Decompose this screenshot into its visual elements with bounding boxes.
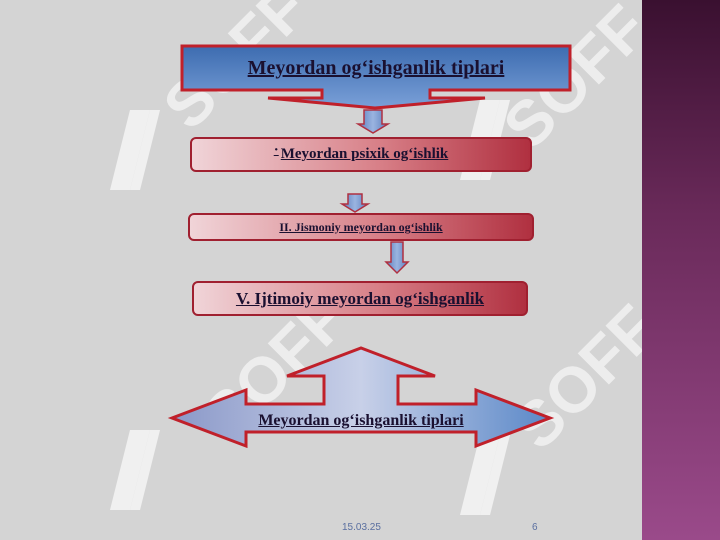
slide: SOFF SOFF SOFF SOFF (110, 0, 642, 533)
step-box-psixik: · Meyordan psixik og‘ishlik (190, 137, 532, 172)
down-arrow-3 (384, 241, 410, 275)
bullet: · (273, 142, 279, 158)
diagram-shapes (167, 44, 572, 449)
step-label-psixik: Meyordan psixik og‘ishlik (280, 146, 449, 162)
footer-date: 15.03.25 (342, 522, 381, 533)
decorative-sidebar (642, 0, 720, 540)
step-box-ijtimoiy: V. Ijtimoiy meyordan og‘ishganlik (192, 281, 528, 316)
step-label-jismoniy: II. Jismoniy meyordan og‘ishlik (279, 219, 443, 234)
down-arrow-1 (355, 109, 391, 134)
step-label-ijtimoiy: V. Ijtimoiy meyordan og‘ishganlik (235, 288, 485, 308)
page-title: Meyordan og‘ishganlik tiplari (247, 56, 505, 79)
step-box-jismoniy: II. Jismoniy meyordan og‘ishlik (188, 213, 534, 241)
watermark-logo-icon (110, 430, 160, 510)
watermark-logo-icon (460, 435, 510, 515)
down-arrow-2 (339, 193, 371, 213)
page-number: 6 (532, 522, 538, 533)
watermark-logo-icon (110, 110, 160, 190)
title-callout-shape (180, 44, 572, 110)
bottom-arrow-label: Meyordan og‘ishganlik tiplari (258, 412, 464, 429)
tri-arrow-shape (167, 346, 555, 449)
